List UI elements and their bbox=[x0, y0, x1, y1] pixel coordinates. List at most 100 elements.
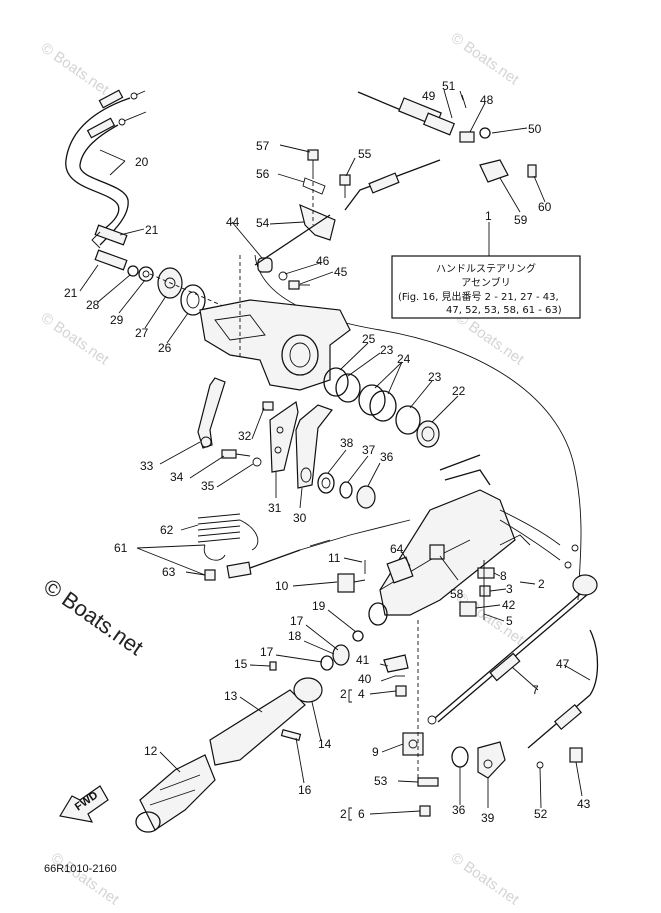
bracket-mark bbox=[348, 807, 352, 821]
callout-44: 44 bbox=[226, 215, 240, 229]
callout-8: 8 bbox=[500, 569, 507, 583]
callout-15: 15 bbox=[234, 657, 248, 671]
callout-11: 11 bbox=[328, 551, 341, 565]
assembly-ref-line1: (Fig. 16, 見出番号 2 - 21, 27 - 43, bbox=[398, 290, 559, 303]
callout-55: 55 bbox=[358, 147, 372, 161]
callout-4: 4 bbox=[358, 687, 365, 701]
watermark: © Boats.net bbox=[448, 849, 523, 908]
upper-cable-assembly bbox=[254, 91, 537, 266]
fwd-arrow: FWD bbox=[59, 785, 109, 823]
callout-16: 16 bbox=[298, 783, 312, 797]
callout-19: 19 bbox=[312, 599, 326, 613]
callout-47: 47 bbox=[556, 657, 570, 671]
bracket-mark bbox=[348, 689, 352, 703]
callout-27: 27 bbox=[135, 326, 149, 340]
callout-6: 6 bbox=[358, 807, 365, 821]
callout-58: 58 bbox=[450, 587, 464, 601]
part-20-cables bbox=[65, 89, 147, 246]
callout-51: 51 bbox=[442, 79, 456, 93]
part-47-cable bbox=[527, 629, 599, 769]
callout-61: 61 bbox=[114, 541, 128, 555]
callout-10: 10 bbox=[275, 579, 289, 593]
assembly-label-box: ハンドルステアリング アセンブリ (Fig. 16, 見出番号 2 - 21, … bbox=[391, 255, 581, 319]
callout-50: 50 bbox=[528, 122, 542, 136]
callout-37: 37 bbox=[362, 443, 376, 457]
callout-35: 35 bbox=[201, 479, 215, 493]
callout-31: 31 bbox=[268, 501, 282, 515]
callout-34: 34 bbox=[170, 470, 184, 484]
callout-30: 30 bbox=[293, 511, 307, 525]
watermark: © Boats.net bbox=[38, 39, 113, 98]
assembly-subtitle-jp: アセンブリ bbox=[461, 276, 511, 289]
parts-26-29 bbox=[127, 265, 256, 321]
callout-45: 45 bbox=[334, 265, 348, 279]
callout-54: 54 bbox=[256, 216, 270, 230]
callout-56: 56 bbox=[256, 167, 270, 181]
callout-20: 20 bbox=[135, 155, 149, 169]
steering-handle-body bbox=[368, 454, 579, 626]
callout-9: 9 bbox=[372, 745, 379, 759]
callout-62: 62 bbox=[160, 523, 174, 537]
callout-48: 48 bbox=[480, 93, 494, 107]
callout-18: 18 bbox=[288, 629, 302, 643]
callout-63: 63 bbox=[162, 565, 176, 579]
callout-32: 32 bbox=[238, 429, 252, 443]
callout-29: 29 bbox=[110, 313, 124, 327]
parts-44-46 bbox=[257, 257, 310, 290]
callout-49: 49 bbox=[422, 89, 436, 103]
callout-38: 38 bbox=[340, 436, 354, 450]
callout-23: 23 bbox=[428, 370, 442, 384]
callout-23: 23 bbox=[380, 343, 394, 357]
part-21-cable-ends bbox=[91, 224, 128, 271]
callout-41: 41 bbox=[356, 653, 370, 667]
callout-40: 40 bbox=[358, 672, 372, 686]
callout-24: 24 bbox=[397, 352, 411, 366]
callout-64: 64 bbox=[390, 542, 404, 556]
callout-21: 21 bbox=[145, 223, 159, 237]
callout-12: 12 bbox=[144, 744, 158, 758]
callout-13: 13 bbox=[224, 689, 238, 703]
watermark: © Boats.net bbox=[38, 309, 113, 368]
callout-25: 25 bbox=[362, 332, 376, 346]
parts-lower-center bbox=[383, 620, 439, 817]
callout-36: 36 bbox=[452, 803, 466, 817]
callout-17: 17 bbox=[260, 645, 274, 659]
callout-5: 5 bbox=[506, 614, 513, 628]
assembly-title-jp: ハンドルステアリング bbox=[436, 262, 536, 275]
callout-53: 53 bbox=[374, 774, 388, 788]
watermark: © Boats.net bbox=[448, 29, 523, 88]
callout-52: 52 bbox=[534, 807, 548, 821]
parts-22-25-washers bbox=[323, 367, 440, 448]
callout-46: 46 bbox=[316, 254, 330, 268]
assembly-ref-line2: 47, 52, 53, 58, 61 - 63) bbox=[446, 305, 562, 316]
callout-2: 2 bbox=[340, 807, 347, 821]
callout-2: 2 bbox=[340, 687, 347, 701]
parts-36-38 bbox=[317, 472, 376, 509]
callout-57: 57 bbox=[256, 139, 270, 153]
parts-30-32 bbox=[262, 400, 333, 489]
leader-lines bbox=[79, 89, 591, 815]
parts-61-63-lanyard bbox=[197, 513, 411, 581]
callout-28: 28 bbox=[86, 298, 100, 312]
callout-labels: 20 21 21 28 29 27 26 44 54 57 56 55 46 4… bbox=[64, 79, 591, 825]
callout-22: 22 bbox=[452, 384, 466, 398]
callout-14: 14 bbox=[318, 737, 332, 751]
callout-3: 3 bbox=[506, 582, 513, 596]
callout-60: 60 bbox=[538, 200, 552, 214]
diagram-code: 66R1010-2160 bbox=[44, 863, 117, 875]
parts-54-57 bbox=[299, 149, 351, 241]
callout-7: 7 bbox=[532, 683, 539, 697]
callout-2: 2 bbox=[538, 577, 545, 591]
callout-1: 1 bbox=[485, 209, 492, 223]
parts-12-16-grip bbox=[135, 661, 323, 833]
callout-36: 36 bbox=[380, 450, 394, 464]
watermark: © Boats.net bbox=[453, 589, 528, 648]
parts-33-35-lever bbox=[197, 377, 262, 467]
callout-21: 21 bbox=[64, 286, 78, 300]
steering-bracket bbox=[199, 255, 351, 391]
callout-17: 17 bbox=[290, 614, 304, 628]
part-7-cable bbox=[427, 574, 598, 725]
callout-26: 26 bbox=[158, 341, 172, 355]
watermark-bold: © Boats.net bbox=[39, 574, 148, 661]
